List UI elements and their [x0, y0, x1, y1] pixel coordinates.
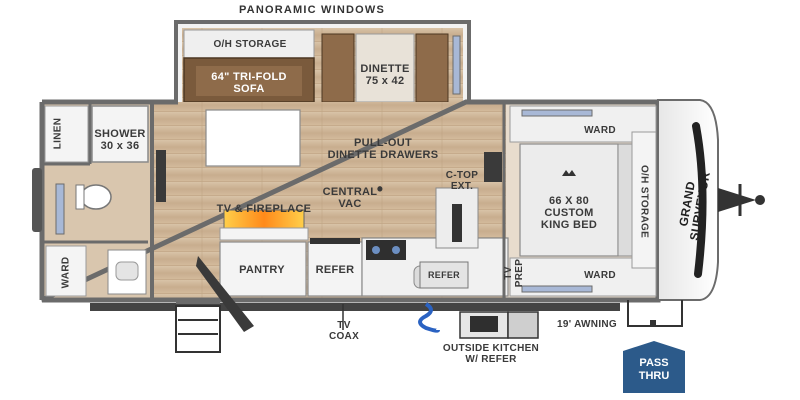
refer-top — [310, 238, 360, 244]
tv-prep-label: TV PREP — [503, 258, 525, 288]
slide-opening — [205, 109, 301, 167]
sofa-seat — [196, 66, 302, 96]
toilet-tank — [75, 184, 85, 210]
ward-top-label: WARD — [584, 125, 616, 136]
dinette-table — [355, 33, 415, 103]
tv-panel — [156, 150, 166, 202]
entry-door-swing — [196, 256, 254, 332]
bed-headboard — [617, 143, 633, 257]
dinette-bench-right — [415, 33, 449, 103]
outside-hose — [418, 302, 440, 333]
dinette-drawers-label: PULL-OUT DINETTE DRAWERS — [327, 137, 439, 161]
divider-tv — [484, 152, 502, 182]
burner — [392, 246, 400, 254]
oh-storage-front — [631, 131, 657, 269]
bath-ward-label: WARD — [60, 256, 72, 289]
awning — [90, 303, 620, 311]
outside-kitchen-label: OUTSIDE KITCHEN W/ REFER — [442, 343, 540, 365]
entry-door — [176, 298, 220, 304]
refer-box — [419, 261, 469, 289]
refer-unit — [307, 241, 363, 297]
hitch — [718, 188, 756, 212]
pantry — [219, 241, 307, 297]
tv-coax-label: TV COAX — [328, 320, 360, 342]
brand-swoosh — [692, 122, 707, 278]
burner — [372, 246, 380, 254]
oh-storage-front-label: O/H STORAGE — [638, 164, 650, 239]
shower — [91, 105, 149, 163]
ctop-post — [452, 204, 462, 242]
dinette-label: DINETTE 75 x 42 — [360, 63, 410, 87]
refer-main-label: REFER — [315, 264, 355, 276]
fireplace-cabinet — [219, 227, 309, 241]
outside-kitchen-sink — [470, 316, 498, 332]
rear-cap — [32, 168, 42, 232]
bath-window — [55, 183, 65, 235]
toilet — [80, 184, 112, 210]
sink-basin — [115, 261, 139, 281]
pass-thru-latch — [650, 320, 656, 326]
oh-storage-slide-label: O/H STORAGE — [213, 39, 287, 50]
bed-window-bottom — [521, 285, 593, 293]
ward-bottom-label: WARD — [584, 270, 616, 281]
king-bed-label: 66 X 80 CUSTOM KING BED — [540, 195, 598, 231]
pantry-label: PANTRY — [239, 264, 285, 276]
bath-ward — [45, 245, 87, 297]
pass-thru-badge — [623, 341, 685, 393]
linen-label: LINEN — [52, 117, 64, 150]
awning-label: 19' AWNING — [556, 319, 618, 330]
hitch-ball — [755, 195, 765, 205]
linen-cabinet — [44, 105, 89, 163]
entry-steps — [175, 305, 221, 353]
sofa-label: 64" TRI-FOLD SOFA — [211, 71, 287, 95]
bed-window — [521, 109, 593, 117]
outside-refer — [507, 311, 539, 339]
pass-thru-label: PASS THRU — [638, 357, 670, 382]
footprint-icon: • — [376, 179, 384, 199]
tv-fireplace-label: TV & FIREPLACE — [216, 203, 312, 215]
oh-storage-cabinet — [183, 29, 315, 59]
refer-small-label: REFER — [427, 270, 460, 280]
dinette-bench-left — [321, 33, 355, 103]
stove — [366, 240, 406, 260]
shower-label: SHOWER 30 x 36 — [94, 128, 146, 152]
dinette-window — [452, 35, 461, 95]
panoramic-windows-label: PANORAMIC WINDOWS — [238, 4, 386, 16]
central-vac-label: CENTRAL VAC — [322, 186, 378, 210]
ctop-ext-label: C-TOP EXT. — [445, 170, 479, 192]
crown-icon — [562, 170, 576, 176]
